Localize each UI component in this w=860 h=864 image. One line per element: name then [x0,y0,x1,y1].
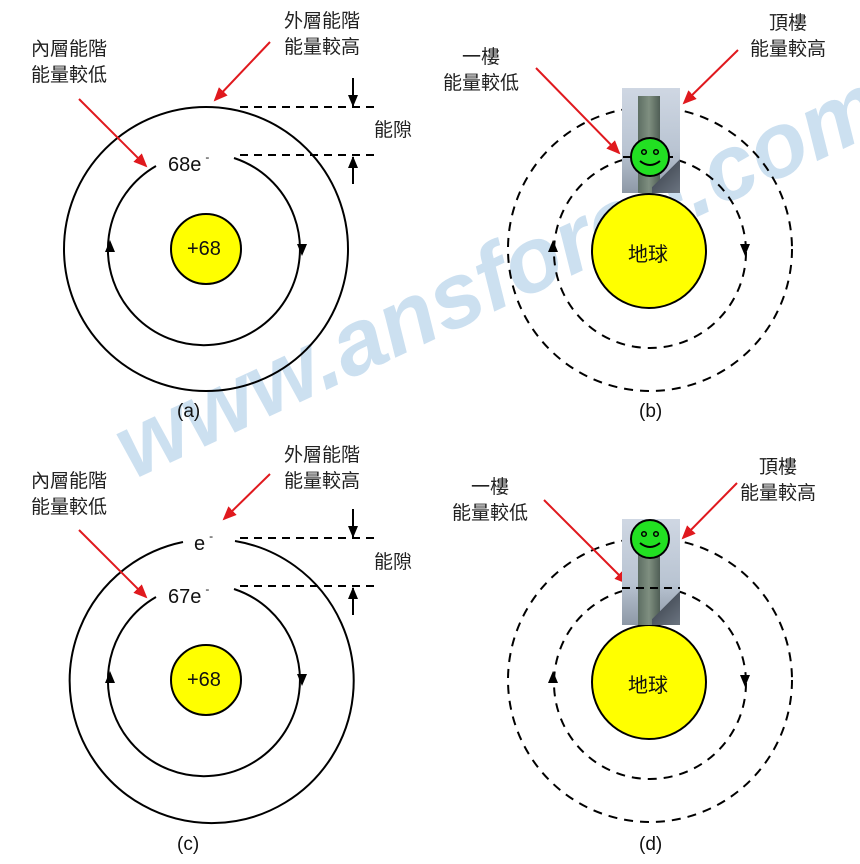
energy-gap-label: 能隙 [374,551,413,573]
nucleus-charge: +68 [187,238,221,260]
gap-arrow-down-icon [348,526,358,538]
outer-electron: e- [190,529,218,556]
outer-level-label: 外層能階 能量較高 [284,442,360,494]
arrow-down-icon [740,675,750,687]
label-line: 能量較低 [452,502,529,524]
label-line: 一樓 [471,476,510,498]
label-line: 內層能階 [31,38,108,60]
label-line: 能量較高 [284,470,361,492]
arrow-down-icon [297,674,307,686]
charge-sign: - [205,150,210,164]
smiley-icon [630,519,670,559]
arrow-down-icon [740,244,750,256]
label-line: 外層能階 [284,444,361,466]
outer-orbit [68,540,355,825]
charge-sign: - [209,529,214,543]
inner-orbit [106,157,301,347]
ground-floor-label: 一樓 能量較低 [443,44,519,96]
panel-c-diagram [68,473,374,825]
label-line: 能量較高 [740,482,817,504]
inner-level-label: 內層能階 能量較低 [31,36,107,88]
caption-d: (d) [639,834,663,855]
label-line: 能量較高 [284,36,361,58]
outer-orbit [507,106,793,392]
label-line: 能量較高 [750,38,827,60]
earth [591,624,707,740]
label-line: 能量較低 [443,72,520,94]
charge-sign: - [205,582,210,596]
electron-count: 67e [168,586,202,608]
red-arrow-outer [213,41,271,102]
panel-d-diagram [507,482,793,823]
electron-count: 68e [168,154,202,176]
top-floor-label: 頂樓 能量較高 [740,454,816,506]
label-line: 一樓 [462,46,501,68]
red-arrow-inner [78,529,148,599]
red-arrow-low [543,499,629,585]
red-arrow-outer [222,473,271,521]
outer-level-label: 外層能階 能量較高 [284,8,360,60]
inner-electrons: 68e- [164,150,214,177]
arrow-up-icon [105,671,115,683]
energy-gap-label: 能隙 [374,119,413,141]
outer-orbit [507,537,793,823]
gap-arrow-up-icon [348,587,358,599]
earth-label: 地球 [628,673,668,697]
ground-floor-label: 一樓 能量較低 [452,474,528,526]
inner-electrons: 67e- [164,582,214,609]
caption-c: (c) [177,834,200,855]
red-arrow-inner [78,98,148,168]
electron-count: e [194,533,206,555]
label-line: 頂樓 [759,456,798,478]
panel-a-diagram [63,41,374,392]
gap-arrow-up-icon [348,156,358,168]
arrow-down-icon [297,244,307,256]
label-line: 能量較低 [31,496,108,518]
smiley-icon [623,137,677,177]
label-line: 外層能階 [284,10,361,32]
arrow-up-icon [548,671,558,683]
red-arrow-low [535,67,621,155]
top-floor-label: 頂樓 能量較高 [750,10,826,62]
outer-orbit [63,106,349,392]
nucleus-charge: +68 [187,669,221,691]
caption-b: (b) [639,401,663,422]
earth [591,193,707,309]
red-arrow-high [681,482,738,540]
label-line: 能量較低 [31,64,108,86]
panel-b-diagram [507,49,793,392]
earth-label: 地球 [628,242,668,266]
inner-orbit [106,588,301,778]
label-line: 頂樓 [769,12,808,34]
nucleus [170,213,242,285]
label-line: 內層能階 [31,470,108,492]
red-arrow-high [682,49,739,105]
gap-arrow-down-icon [348,95,358,107]
nucleus [170,644,242,716]
arrow-up-icon [548,240,558,252]
arrow-up-icon [105,240,115,252]
caption-a: (a) [177,401,201,422]
inner-level-label: 內層能階 能量較低 [31,468,107,520]
